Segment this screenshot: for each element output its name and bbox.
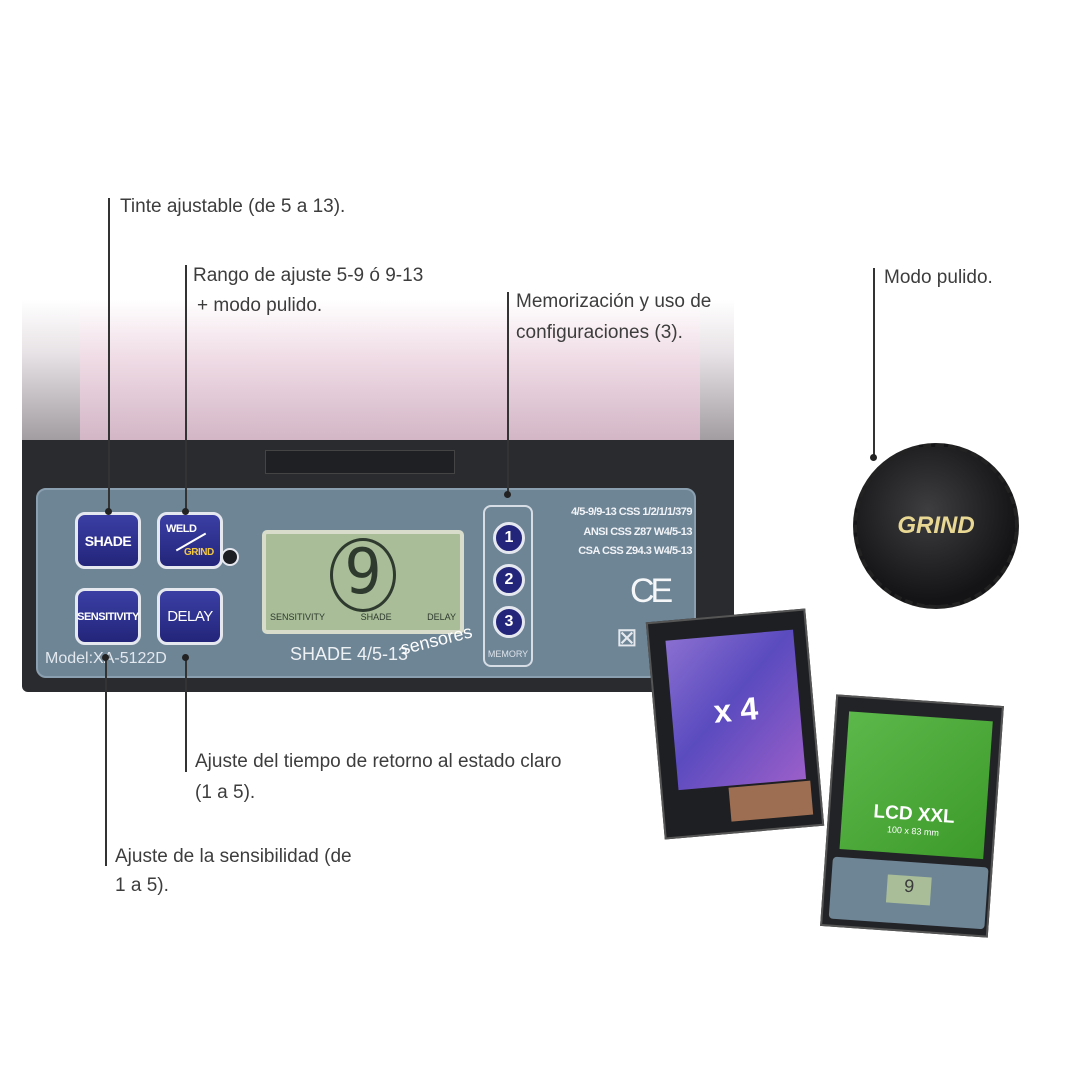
memory-leader-dot [504, 491, 511, 498]
lcd-display: 9 SENSITIVITY SHADE DELAY [262, 530, 464, 634]
lcd-label-delay: DELAY [427, 612, 456, 622]
weld-leader-line [185, 265, 187, 514]
lcd-label-sensitivity: SENSITIVITY [270, 612, 326, 622]
ce-mark: CE [630, 572, 673, 610]
shade-range: SHADE 4/5-13 [290, 644, 409, 664]
sensitivity-leader-line [105, 660, 107, 866]
delay-button-label: DELAY [167, 608, 213, 625]
sensitivity-button[interactable]: SENSITIVITY [75, 588, 141, 645]
lens-cartridge: x 4 [645, 608, 825, 840]
control-panel [36, 488, 696, 678]
memory-button-2[interactable]: 2 [493, 564, 525, 596]
lcd-xxl-glass: LCD XXL 100 x 83 mm [839, 711, 993, 860]
memory-label: MEMORY [487, 649, 529, 659]
knob-leader-line [873, 268, 875, 458]
lcd-xxl-cartridge: LCD XXL 100 x 83 mm 9 [820, 694, 1004, 938]
mini-panel: 9 [828, 856, 989, 930]
lcd-xxl-title: LCD XXL [872, 801, 956, 828]
shade-button-label: SHADE [84, 532, 132, 549]
memory-button-3[interactable]: 3 [493, 606, 525, 638]
grind-knob: GRIND [853, 443, 1019, 609]
memory-leader-line [507, 292, 509, 494]
sensitivity-annotation-line1: Ajuste de la sensibilidad (de [115, 846, 352, 867]
memory-button-1[interactable]: 1 [493, 522, 525, 554]
delay-button[interactable]: DELAY [157, 588, 223, 645]
knob-annotation: Modo pulido. [884, 267, 993, 288]
weld-leader-dot [182, 508, 189, 515]
lcd-labels: SENSITIVITY SHADE DELAY [270, 612, 456, 622]
memory-2-label: 2 [504, 571, 514, 588]
lcd-ring [330, 538, 396, 612]
sensitivity-button-label: SENSITIVITY [77, 610, 139, 623]
shade-annotation: Tinte ajustable (de 5 a 13). [120, 196, 346, 217]
weld-label: WELD [166, 523, 197, 535]
weld-annotation-line2: + modo pulido. [197, 295, 323, 316]
grind-label: GRIND [184, 547, 214, 558]
knob-text: GRIND [897, 512, 975, 539]
memory-annotation-line1: Memorización y uso de [516, 291, 712, 312]
grind-indicator-led [221, 548, 239, 566]
filter-glass [80, 300, 700, 440]
shade-leader-line [108, 198, 110, 514]
spec-line-1: 4/5-9/9-13 CSS 1/2/1/1/379 [571, 506, 692, 518]
memory-3-label: 3 [504, 613, 514, 630]
delay-annotation-line1: Ajuste del tiempo de retorno al estado c… [195, 751, 562, 772]
knob-leader-dot [870, 454, 877, 461]
shade-leader-dot [105, 508, 112, 515]
lens-text: x 4 [711, 689, 760, 730]
mini-lcd-digit: 9 [885, 874, 932, 906]
memory-annotation-line2: configuraciones (3). [516, 322, 683, 343]
delay-leader-dot [182, 654, 189, 661]
lcd-label-shade: SHADE [360, 612, 392, 622]
recycle-bin-icon: ⊠ [616, 622, 638, 652]
lcd-digit: 9 [344, 535, 382, 608]
weld-annotation-line1: Rango de ajuste 5-9 ó 9-13 [193, 265, 424, 286]
memory-1-label: 1 [504, 529, 514, 546]
delay-annotation-line2: (1 a 5). [195, 782, 256, 803]
spec-line-2: ANSI CSS Z87 W4/5-13 [583, 526, 692, 538]
cartridge-slot [265, 450, 455, 474]
shade-button[interactable]: SHADE [75, 512, 141, 569]
delay-leader-line [185, 660, 187, 772]
spec-line-3: CSA CSS Z94.3 W4/5-13 [578, 545, 692, 557]
weld-grind-button[interactable]: WELD GRIND [157, 512, 223, 569]
solar-cell [728, 780, 814, 822]
sensitivity-annotation-line2: 1 a 5). [115, 875, 169, 896]
memory-group: 1 2 3 MEMORY [483, 505, 533, 667]
lens-glass: x 4 [665, 629, 807, 791]
sensitivity-leader-dot [102, 654, 109, 661]
